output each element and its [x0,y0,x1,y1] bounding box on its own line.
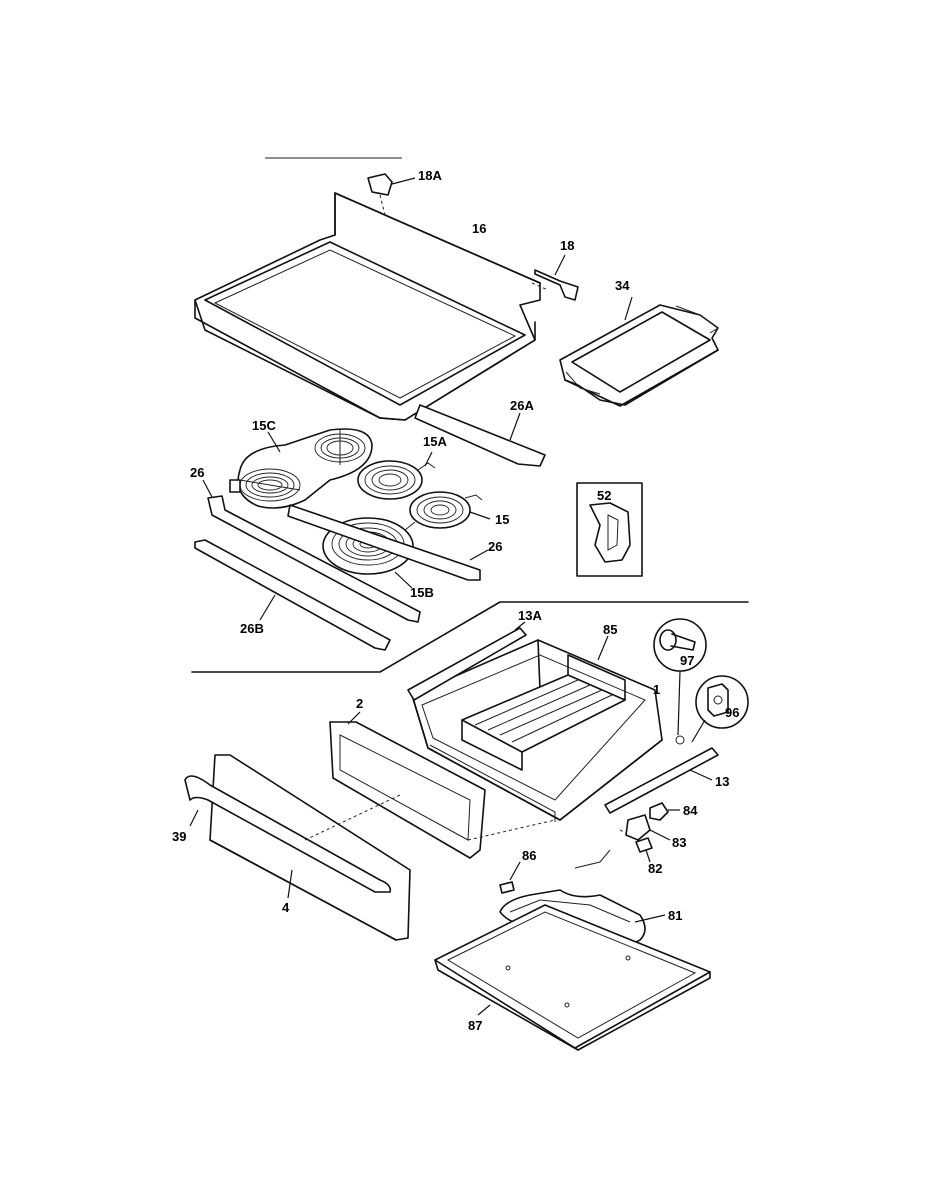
callout-18: 18 [560,238,574,253]
callout-87: 87 [468,1018,482,1033]
part-15A-element [357,451,436,500]
callout-97: 97 [680,653,694,668]
part-26B-trim [194,539,391,651]
callout-26B: 26B [240,621,264,636]
part-26-rail-right [287,504,489,581]
part-13-slide [604,747,719,814]
callout-16: 16 [472,221,486,236]
callout-15A: 15A [423,434,447,449]
callout-26-right: 26 [488,539,502,554]
callout-1: 1 [653,682,660,697]
callout-26-left: 26 [190,465,204,480]
callout-81: 81 [668,908,682,923]
part-15C-element [229,428,373,509]
part-15-element [409,491,491,529]
callout-39: 39 [172,829,186,844]
callout-18A: 18A [418,168,442,183]
part-97-screw [653,618,707,745]
callout-2: 2 [356,696,363,711]
callout-86: 86 [522,848,536,863]
callout-84: 84 [683,803,698,818]
part-86-clip [499,861,521,894]
callout-52: 52 [597,488,611,503]
callout-34: 34 [615,278,630,293]
part-84-bracket [649,802,680,821]
part-26-rail-left [202,479,421,623]
callout-96: 96 [725,705,739,720]
part-39-handle [184,775,392,899]
part-83-switch [625,814,671,841]
alignment-dashes [304,794,651,846]
callout-4: 4 [282,900,290,915]
callout-82: 82 [648,861,662,876]
callout-15B: 15B [410,585,434,600]
part-34-griddle [559,296,719,407]
callout-13: 13 [715,774,729,789]
part-87-bottom [434,904,711,1051]
part-52-inset [576,482,643,577]
part-96-clip [691,675,749,743]
part-26A-rail [414,404,546,467]
part-85-rack [461,635,626,771]
part-18-bracket [531,254,579,301]
part-82-terminal [635,837,653,863]
callout-13A: 13A [518,608,542,623]
callout-15C: 15C [252,418,276,433]
section-divider [191,601,749,673]
callout-26A: 26A [510,398,534,413]
part-18A-bracket [367,173,416,216]
callout-15: 15 [495,512,509,527]
part-13A-slide [407,621,527,701]
callout-83: 83 [672,835,686,850]
part-16-cooktop [194,192,541,421]
callout-85: 85 [603,622,617,637]
